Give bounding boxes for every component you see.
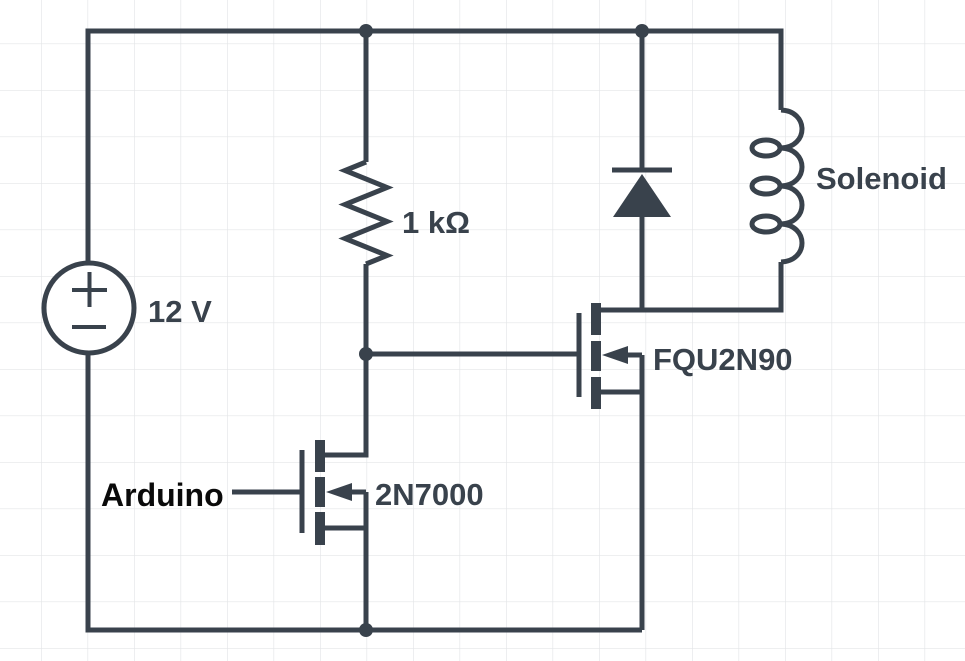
junction-dot-top-resistor — [359, 24, 373, 38]
fqu2n90-body-arrow-icon — [602, 346, 628, 364]
diode-triangle — [613, 174, 671, 217]
resistor-zigzag — [338, 159, 394, 267]
solenoid-curl-2 — [749, 175, 783, 197]
mosfet-2n7000: 2N7000 Arduino — [101, 440, 484, 630]
junction-dot-bottom — [359, 623, 373, 637]
2n7000-label: 2N7000 — [375, 477, 484, 512]
wire-solenoid-to-drain — [642, 262, 784, 313]
plus-mark — [72, 272, 107, 307]
solenoid-curl-3 — [749, 213, 783, 235]
junction-dot-gate-node — [359, 347, 373, 361]
arduino-label: Arduino — [101, 477, 224, 513]
solenoid: Solenoid — [749, 107, 947, 265]
resistor-label: 1 kΩ — [402, 205, 470, 240]
fqu2n90-drain-lead — [598, 217, 645, 313]
wire-top-bus — [85, 28, 784, 263]
voltage-source: 12 V — [41, 260, 212, 356]
junction-dot-top-diode — [635, 24, 649, 38]
wire-bottom-bus — [85, 353, 642, 633]
voltage-source-circle — [41, 260, 137, 356]
2n7000-body-arrow-icon — [326, 483, 352, 501]
junction-dots — [359, 24, 649, 637]
fqu2n90-label: FQU2N90 — [653, 342, 793, 377]
mosfet-fqu2n90: FQU2N90 — [576, 217, 793, 630]
solenoid-curl-1 — [749, 137, 783, 159]
solenoid-label: Solenoid — [816, 161, 947, 196]
resistor: 1 kΩ — [338, 159, 470, 267]
wires — [85, 28, 784, 633]
voltage-source-label: 12 V — [148, 294, 212, 329]
wire-resistor-to-2n7000-drain — [322, 264, 369, 458]
